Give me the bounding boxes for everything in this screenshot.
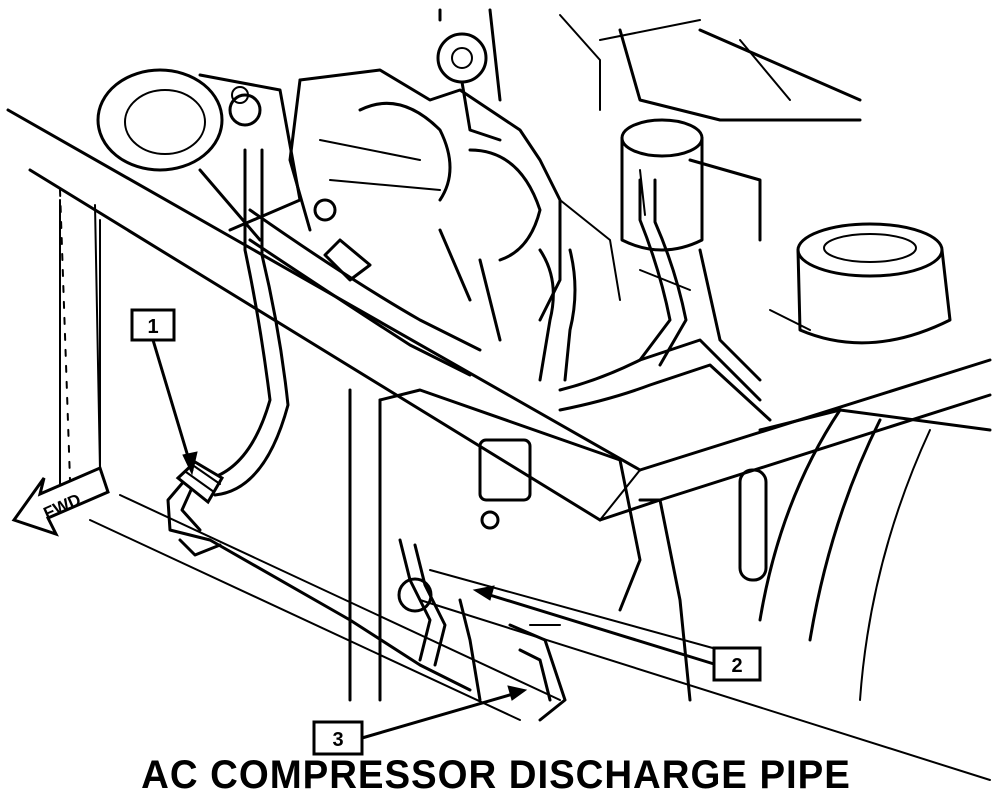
air-cleaner xyxy=(769,222,952,345)
radiator-hose xyxy=(248,208,577,382)
callout-1: 1 xyxy=(130,308,198,476)
fwd-arrow: FWD xyxy=(11,465,110,537)
lower-pipes xyxy=(397,438,567,722)
air-pump xyxy=(436,8,701,142)
engine-block xyxy=(288,68,621,342)
callout-3-label: 3 xyxy=(332,729,343,751)
inner-fender xyxy=(378,388,992,781)
callout-1-label: 1 xyxy=(147,316,158,338)
callout-2-label: 2 xyxy=(731,655,742,677)
accumulator xyxy=(620,118,704,252)
condenser xyxy=(59,189,561,721)
diagram-caption: AC COMPRESSOR DISCHARGE PIPE xyxy=(141,753,851,797)
suction-line xyxy=(558,178,772,422)
callout-2: 2 xyxy=(472,585,762,682)
ac-compressor xyxy=(96,68,302,242)
callout-3: 3 xyxy=(312,685,528,756)
engine-right xyxy=(618,28,862,382)
